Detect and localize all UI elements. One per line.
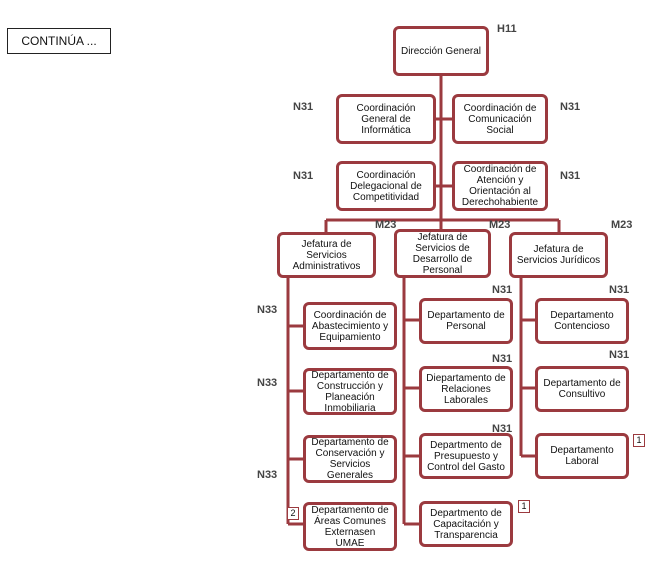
code-dep-consultivo: N31 [609,349,630,361]
node-coord-informatica: Coordinación General de Informática [336,94,436,144]
node-dep-consultivo: Departamento de Consultivo [535,366,629,412]
node-dep-presupuesto: Departmento de Presupuesto y Control del… [419,433,513,479]
node-dep-personal: Departamento de Personal [419,298,513,344]
code-direccion-general: H11 [497,23,517,35]
node-coord-abastecimiento: Coordinación de Abastecimiento y Equipam… [303,302,397,350]
code-dep-presupuesto: N31 [492,423,513,435]
node-dep-contencioso: Departamento Contencioso [535,298,629,344]
tag-dep-laboral: 1 [633,434,645,447]
node-dep-laboral: Departamento Laboral [535,433,629,479]
code-coord-informatica: N31 [293,101,314,113]
node-coord-atencion: Coordinación de Atención y Orientación a… [452,161,548,211]
node-coord-competitividad: Coordinación Delegacional de Competitivi… [336,161,436,211]
code-jefatura-administrativos: M23 [375,219,397,231]
node-jefatura-administrativos: Jefatura de Servicios Administrativos [277,232,376,278]
tag-dep-capacitacion: 1 [518,500,530,513]
code-dep-conservacion: N33 [257,469,278,481]
tag-dep-areas-comunes: 2 [287,507,299,520]
code-dep-relaciones: N31 [492,353,513,365]
node-dep-capacitacion: Departmento de Capacitación y Transparen… [419,501,513,547]
node-dep-areas-comunes: Departamento de Áreas Comunes Externasen… [303,502,397,551]
code-jefatura-desarrollo: M23 [489,219,511,231]
node-dep-conservacion: Departamento de Conservación y Servicios… [303,435,397,483]
node-coord-comunicacion: Coordinación de Comunicación Social [452,94,548,144]
node-jefatura-desarrollo: Jefatura de Servicios de Desarrollo de P… [394,229,491,278]
node-direccion-general: Dirección General [393,26,489,76]
code-coord-atencion: N31 [560,170,581,182]
node-jefatura-juridicos: Jefatura de Servicios Jurídicos [509,232,608,278]
code-dep-personal: N31 [492,284,513,296]
node-dep-construccion: Departamento de Construcción y Planeació… [303,368,397,415]
code-coord-abastecimiento: N33 [257,304,278,316]
code-dep-construccion: N33 [257,377,278,389]
continua-button[interactable]: CONTINÚA ... [7,28,111,54]
code-dep-contencioso: N31 [609,284,630,296]
code-jefatura-juridicos: M23 [611,219,633,231]
code-coord-comunicacion: N31 [560,101,581,113]
code-coord-competitividad: N31 [293,170,314,182]
node-dep-relaciones: Diepartamento de Relaciones Laborales [419,366,513,412]
